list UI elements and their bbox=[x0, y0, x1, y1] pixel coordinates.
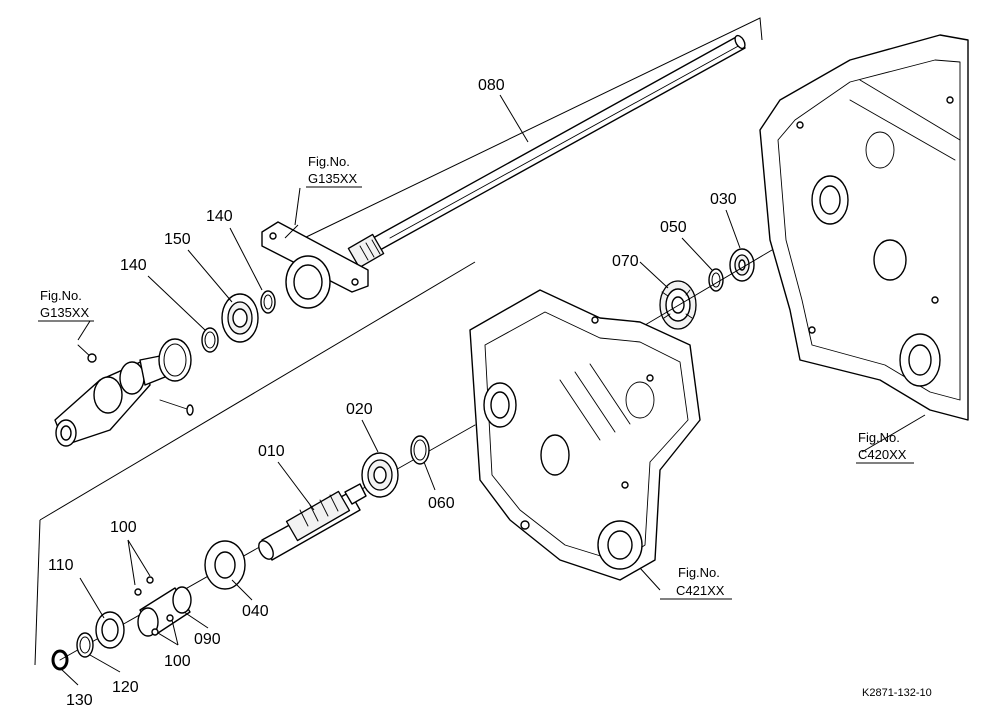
fig-label: Fig.No. bbox=[678, 565, 720, 580]
fig-code: G135XX bbox=[40, 305, 89, 320]
label-100-top: 100 bbox=[110, 519, 137, 536]
sleeve-110 bbox=[95, 611, 125, 649]
label-070: 070 bbox=[612, 253, 639, 270]
bearing-030 bbox=[729, 248, 755, 282]
label-060: 060 bbox=[428, 495, 455, 512]
o-ring-130 bbox=[51, 649, 69, 671]
fig-label: Fig.No. bbox=[308, 154, 350, 169]
fig-code: C421XX bbox=[676, 583, 725, 598]
label-140-top: 140 bbox=[206, 208, 233, 225]
diagram-code: K2871-132-10 bbox=[862, 687, 932, 699]
collar-040 bbox=[204, 540, 246, 590]
leader-lines bbox=[59, 94, 926, 686]
label-040: 040 bbox=[242, 603, 269, 620]
figure-ref-c420[interactable]: Fig.No. C420XX bbox=[856, 430, 914, 464]
ball-100 bbox=[151, 628, 159, 636]
label-030: 030 bbox=[710, 191, 737, 208]
fig-code: G135XX bbox=[308, 171, 357, 186]
group-outline bbox=[34, 17, 763, 666]
fig-code: C420XX bbox=[858, 447, 907, 462]
snap-ring-140-left bbox=[201, 327, 219, 353]
label-020: 020 bbox=[346, 401, 373, 418]
center-housing bbox=[469, 289, 701, 581]
snap-ring-140-right bbox=[260, 290, 276, 314]
shaft-080 bbox=[347, 34, 746, 269]
ball-100 bbox=[166, 614, 174, 622]
figure-ref-g135-left[interactable]: Fig.No. G135XX bbox=[38, 288, 94, 341]
label-120: 120 bbox=[112, 679, 139, 696]
fig-label: Fig.No. bbox=[40, 288, 82, 303]
ball-100 bbox=[146, 576, 154, 584]
bearing-housing bbox=[261, 221, 369, 309]
fig-label: Fig.No. bbox=[858, 430, 900, 445]
label-090: 090 bbox=[194, 631, 221, 648]
figure-ref-g135-top[interactable]: Fig.No. G135XX bbox=[306, 154, 362, 188]
label-110: 110 bbox=[48, 557, 74, 574]
figure-ref-c421[interactable]: Fig.No. C421XX bbox=[660, 565, 732, 600]
label-100-bottom: 100 bbox=[164, 653, 191, 670]
upper-axis-line bbox=[639, 249, 773, 329]
label-130: 130 bbox=[66, 692, 93, 709]
snap-ring-large bbox=[158, 338, 192, 382]
coupling-090 bbox=[134, 576, 192, 637]
shaft-010 bbox=[258, 483, 367, 561]
label-140-left: 140 bbox=[120, 257, 147, 274]
snap-ring-060 bbox=[410, 435, 430, 465]
bearing-150 bbox=[221, 293, 259, 343]
label-080: 080 bbox=[478, 77, 505, 94]
label-150: 150 bbox=[164, 231, 191, 248]
snap-ring-120 bbox=[76, 632, 94, 658]
part-labels: 080 140 150 140 050 070 030 020 060 010 … bbox=[48, 77, 737, 709]
ball-100 bbox=[134, 588, 142, 596]
gear-070 bbox=[659, 280, 697, 330]
universal-joint bbox=[54, 344, 194, 447]
label-050: 050 bbox=[660, 219, 687, 236]
bearing-020 bbox=[361, 452, 399, 498]
right-housing bbox=[759, 34, 969, 421]
label-010: 010 bbox=[258, 443, 285, 460]
